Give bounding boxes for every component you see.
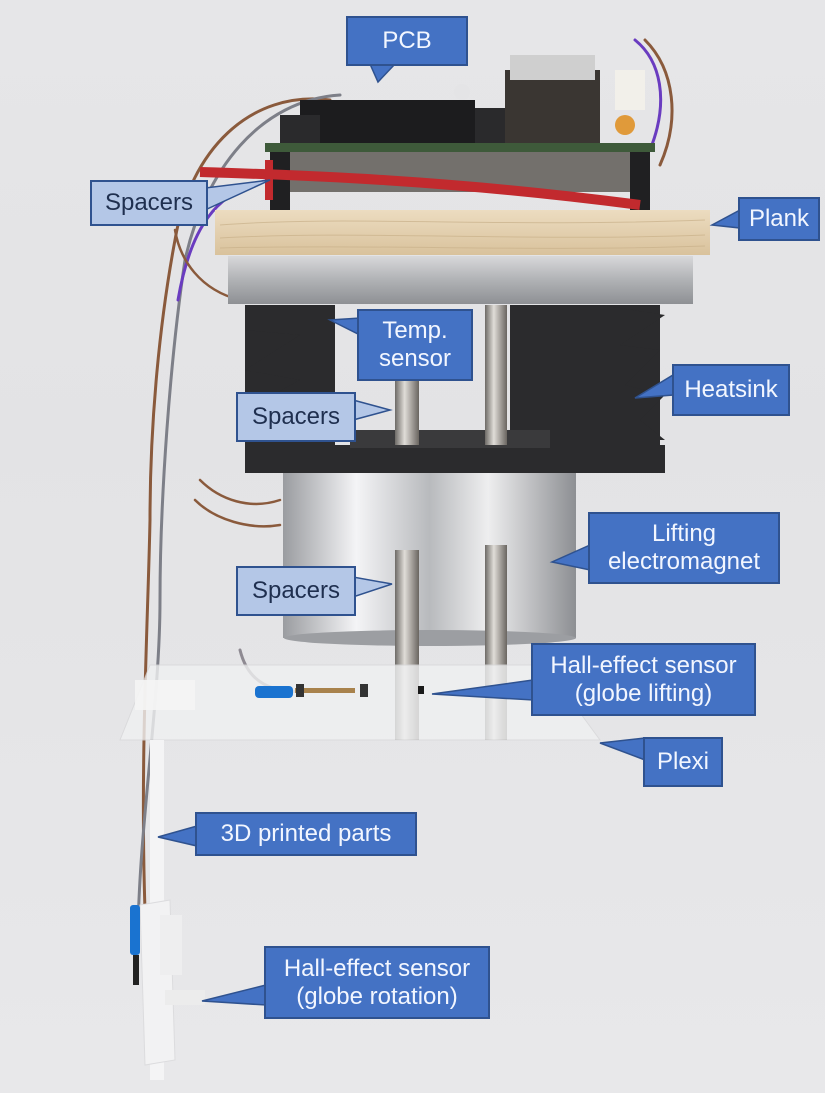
heatsink-label: Heatsink <box>672 364 790 416</box>
temp-sensor-pointer <box>327 317 361 337</box>
spacers-top-pointer <box>204 179 271 212</box>
spacers-middle-label: Spacers <box>236 392 356 442</box>
plank-label-text: Plank <box>748 205 810 233</box>
lifting-electromagnet-label-text: Lifting electromagnet <box>607 520 761 575</box>
spacers-middle-pointer <box>352 399 393 421</box>
electromagnet-pointer <box>549 543 591 571</box>
spacers-bottom-label: Spacers <box>236 566 356 616</box>
plexi-plate <box>119 664 601 741</box>
pcb-label-text: PCB <box>382 27 432 55</box>
spacers-top-label: Spacers <box>90 180 208 226</box>
plexi-pointer <box>599 737 646 762</box>
aluminium-bar <box>228 256 693 304</box>
plank-label: Plank <box>738 197 820 241</box>
hall-rotation-pointer <box>201 984 267 1006</box>
plexi-label-text: Plexi <box>656 748 710 776</box>
temp-sensor-label-text: Temp. sensor <box>378 317 452 372</box>
plank-pointer <box>709 208 741 229</box>
plexi-label: Plexi <box>643 737 723 787</box>
spacer-rod <box>485 305 507 445</box>
pcb-label: PCB <box>346 16 468 66</box>
hall-lifting-pointer <box>431 679 534 701</box>
spacers-bottom-pointer <box>352 576 393 599</box>
pcb-board <box>199 55 655 212</box>
temp-sensor-label: Temp. sensor <box>357 309 473 381</box>
heatsink-pointer <box>634 373 674 399</box>
lifting-electromagnet-label: Lifting electromagnet <box>588 512 780 584</box>
hall-sensor-rotation-label-text: Hall-effect sensor (globe rotation) <box>283 954 471 1010</box>
spacers-bottom-label-text: Spacers <box>251 577 341 605</box>
hall-sensor-lifting-label: Hall-effect sensor (globe lifting) <box>531 643 756 716</box>
pcb-pointer <box>368 63 397 84</box>
printed-parts-label: 3D printed parts <box>195 812 417 856</box>
spacers-middle-label-text: Spacers <box>251 403 341 431</box>
printed-parts-label-text: 3D printed parts <box>220 820 392 848</box>
printed-parts-pointer <box>157 825 198 847</box>
heatsink-label-text: Heatsink <box>684 376 778 404</box>
hall-sensor-rotation-label: Hall-effect sensor (globe rotation) <box>264 946 490 1019</box>
hall-sensor-lifting-label-text: Hall-effect sensor (globe lifting) <box>550 651 737 707</box>
spacers-top-label-text: Spacers <box>104 189 194 217</box>
